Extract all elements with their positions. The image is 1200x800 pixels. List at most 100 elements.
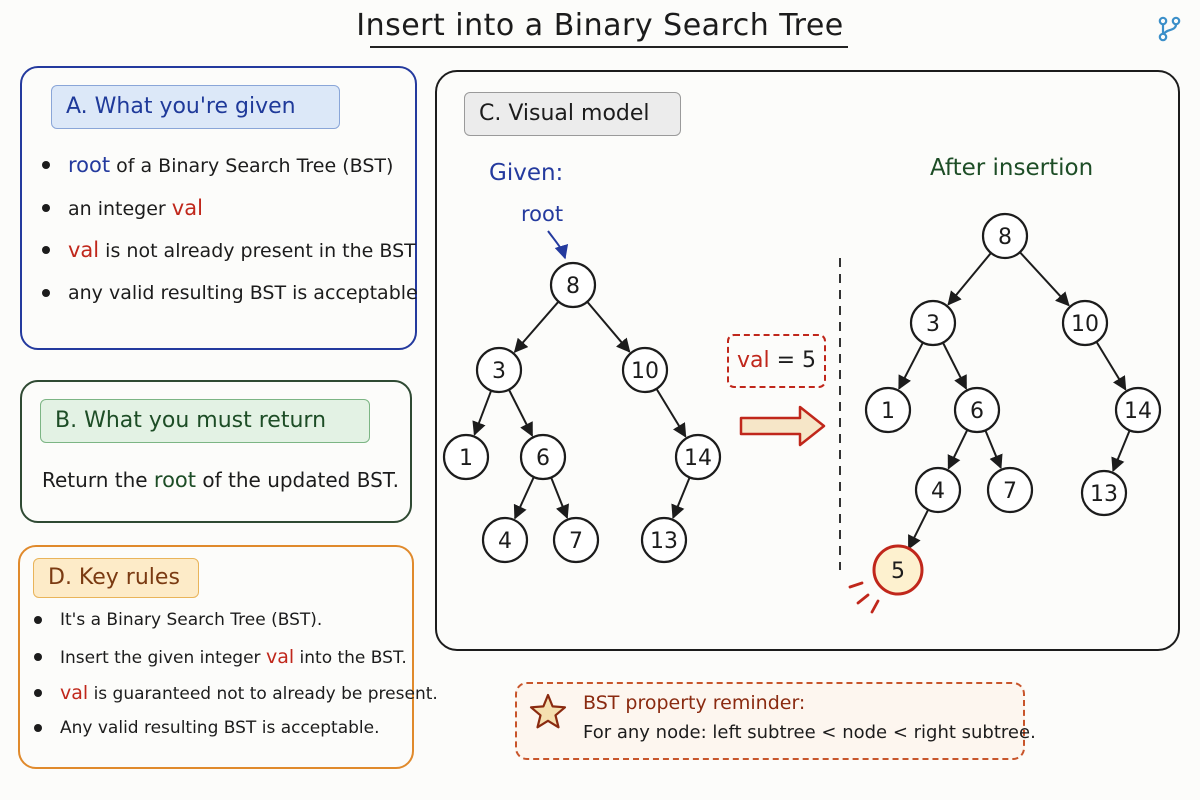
tree-node-circle	[621, 346, 669, 394]
tree-node: 7	[552, 516, 600, 564]
tree-node-label: 1	[881, 399, 895, 424]
tree-node-label: 8	[566, 274, 580, 299]
tree-node-circle	[909, 299, 957, 347]
tree-node: 13	[1080, 469, 1128, 517]
reminder-body: For any node: left subtree < node < righ…	[583, 722, 1036, 743]
list-item: It's a Binary Search Tree (BST).	[34, 610, 322, 630]
tree-node-label: 13	[1090, 482, 1118, 507]
tree-node-label: 4	[931, 479, 945, 504]
tree-edge	[513, 300, 560, 353]
tree-node-circle	[1114, 386, 1162, 434]
tree-edge	[508, 389, 534, 437]
tree-edge	[550, 477, 569, 519]
return-text-pre: Return the	[42, 468, 154, 492]
tree-node-circle	[442, 433, 490, 481]
root-pointer-arrow	[547, 230, 569, 260]
tree-node-circle	[481, 516, 529, 564]
list-item-text: an integer	[68, 198, 172, 220]
tree-node: 14	[674, 433, 722, 481]
tree-node: 4	[914, 466, 962, 514]
tree-node-label: 13	[650, 529, 678, 554]
tree-node-label: 4	[498, 529, 512, 554]
list-item-text: is not already present in the BST	[99, 240, 416, 262]
return-text: Return the root of the updated BST.	[42, 468, 399, 492]
root-label: root	[521, 202, 564, 226]
tree-node-circle	[914, 466, 962, 514]
tree-node-circle	[1061, 299, 1109, 347]
tree-node-circle	[953, 386, 1001, 434]
tree-node-circle	[864, 386, 912, 434]
given-label: Given:	[489, 160, 564, 186]
tree-node: 4	[481, 516, 529, 564]
keyword-val: val	[68, 238, 100, 262]
list-item: root of a Binary Search Tree (BST)	[42, 153, 393, 177]
tree-node-circle	[640, 516, 688, 564]
panel-rules	[18, 545, 414, 769]
list-item-text: Insert the given integer	[60, 648, 266, 668]
list-item-text: Any valid resulting BST is acceptable.	[60, 718, 380, 738]
list-item-text: any valid resulting BST is acceptable	[68, 282, 418, 304]
tree-node-circle	[674, 433, 722, 481]
tree-edge	[1019, 251, 1070, 307]
tree-edge	[1095, 341, 1127, 391]
tree-node-label: 6	[536, 446, 550, 471]
tree-node-label: 5	[891, 559, 905, 584]
panel-return	[20, 380, 412, 523]
panel-visual-model-heading: C. Visual model	[464, 92, 681, 136]
star-icon	[529, 693, 567, 729]
bst-reminder-box	[515, 682, 1025, 760]
tree-node-label: 1	[459, 446, 473, 471]
keyword-val: val	[736, 348, 770, 373]
tree-node-circle	[475, 346, 523, 394]
title-underline	[370, 46, 848, 48]
keyword-root: root	[153, 468, 197, 492]
after-insertion-label: After insertion	[930, 155, 1094, 181]
panel-visual-model	[435, 70, 1180, 651]
list-item: val is not already present in the BST	[42, 238, 416, 262]
tree-node-circle	[552, 516, 600, 564]
list-item: an integer val	[42, 196, 203, 220]
tree-node: 8	[981, 212, 1029, 260]
tree-edge	[942, 342, 968, 390]
tree-edge	[671, 476, 691, 520]
transform-arrow	[739, 405, 826, 447]
tree-node-circle	[549, 261, 597, 309]
panel-given-heading: A. What you're given	[51, 85, 340, 129]
tree-node: 7	[986, 466, 1034, 514]
list-item: Any valid resulting BST is acceptable.	[34, 718, 380, 738]
return-text-post: of the updated BST.	[196, 468, 399, 492]
insert-highlight-icon	[848, 581, 880, 614]
list-item: any valid resulting BST is acceptable	[42, 282, 418, 304]
tree-node: 14	[1114, 386, 1162, 434]
tree-node-circle	[872, 544, 924, 596]
tree-edge	[947, 429, 969, 470]
tree-node: 6	[953, 386, 1001, 434]
tree-edge	[907, 509, 930, 550]
tree-node: 6	[519, 433, 567, 481]
keyword-root: root	[68, 153, 111, 177]
branch-icon	[1158, 16, 1181, 42]
panel-rules-heading: D. Key rules	[33, 558, 199, 598]
tree-node: 13	[640, 516, 688, 564]
tree-edge	[586, 301, 631, 353]
tree-node-label: 8	[998, 225, 1012, 250]
tree-edge	[947, 252, 992, 306]
tree-node-label: 3	[926, 312, 940, 337]
tree-node-label: 14	[1124, 399, 1152, 424]
list-item: Insert the given integer val into the BS…	[34, 646, 407, 668]
tree-node-label: 10	[631, 359, 659, 384]
tree-node-label: 3	[492, 359, 506, 384]
panel-return-heading: B. What you must return	[40, 399, 370, 443]
tree-edge	[513, 476, 535, 520]
list-item-text: of a Binary Search Tree (BST)	[110, 155, 394, 177]
page-title: Insert into a Binary Search Tree	[356, 8, 844, 43]
val-value: 5	[802, 348, 817, 373]
tree-node: 3	[909, 299, 957, 347]
tree-node: 1	[864, 386, 912, 434]
tree-node: 10	[621, 346, 669, 394]
list-item-text: into the BST.	[294, 648, 407, 668]
tree-node-circle	[519, 433, 567, 481]
reminder-title: BST property reminder:	[583, 692, 806, 714]
tree-edge	[1111, 429, 1131, 473]
